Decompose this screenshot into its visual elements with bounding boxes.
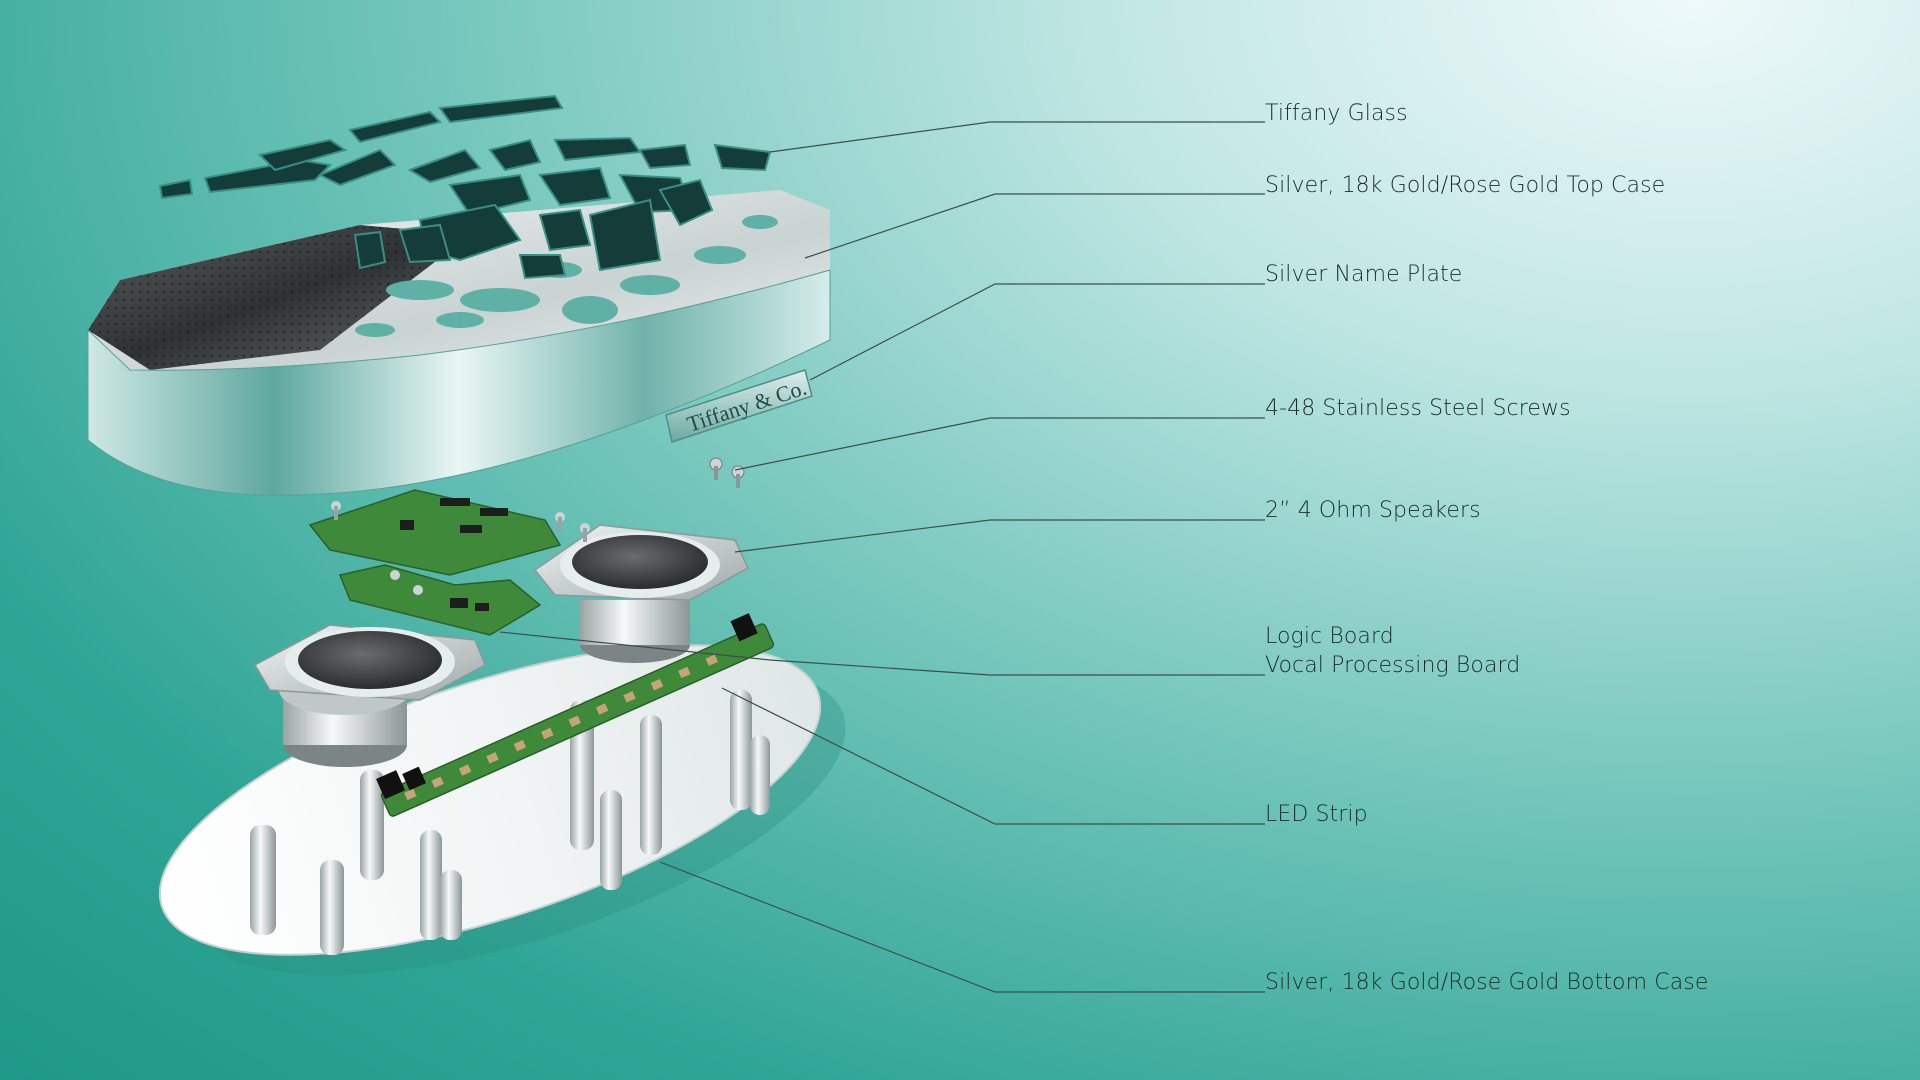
logic-board	[308, 489, 590, 576]
led-strip	[376, 613, 775, 817]
label-bottom-case: Silver, 18k Gold/Rose Gold Bottom Case	[1265, 970, 1709, 995]
leader-line-boards	[499, 631, 1265, 676]
leader-line-name-plate	[809, 283, 1265, 381]
leader-line-tiffany-glass	[769, 121, 1265, 153]
vocal-processing-board	[338, 564, 542, 636]
label-top-case: Silver, 18k Gold/Rose Gold Top Case	[1265, 173, 1666, 198]
stainless-steel-screws	[709, 457, 745, 488]
bottom-case	[158, 644, 846, 976]
leader-line-led-strip	[721, 687, 1265, 825]
speaker-left	[253, 624, 486, 767]
speaker-right	[533, 524, 749, 663]
label-name-plate: Silver Name Plate	[1265, 262, 1463, 287]
bottom-case-posts	[250, 690, 770, 955]
label-tiffany-glass: Tiffany Glass	[1265, 101, 1408, 126]
top-case-cutouts	[355, 215, 778, 337]
leader-line-top-case	[804, 193, 1265, 259]
leader-line-speakers	[734, 519, 1265, 553]
tiffany-glass-pieces	[158, 94, 772, 280]
label-vocal-processing-board: Vocal Processing Board	[1265, 653, 1521, 678]
leader-lines	[499, 121, 1265, 993]
label-screws: 4-48 Stainless Steel Screws	[1265, 396, 1571, 421]
leader-line-bottom-case	[659, 861, 1265, 993]
label-logic-board: Logic Board	[1265, 624, 1394, 649]
leader-line-screws	[734, 417, 1265, 471]
label-speakers: 2” 4 Ohm Speakers	[1265, 498, 1481, 523]
label-led-strip: LED Strip	[1265, 802, 1368, 827]
